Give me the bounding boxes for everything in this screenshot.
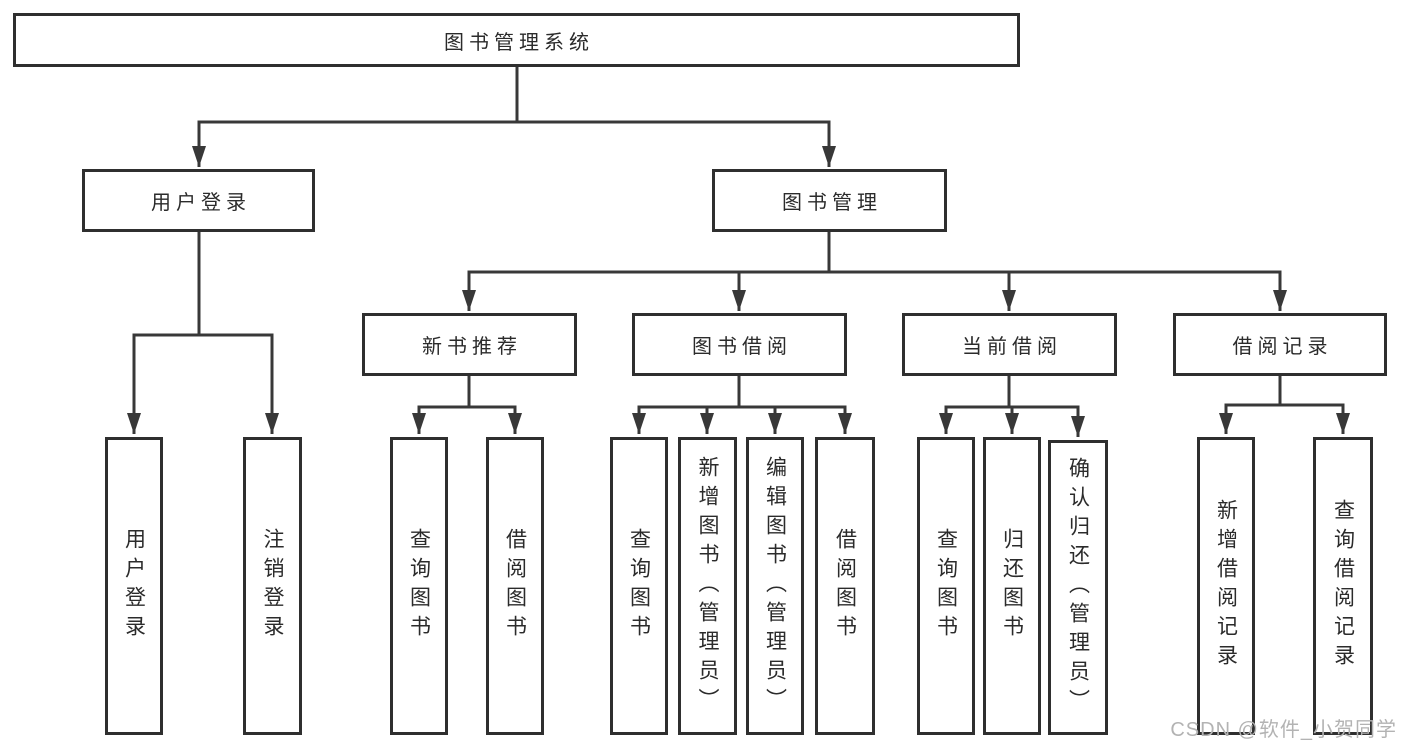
edge-login-trunk <box>132 231 274 337</box>
leaf-confirm-return-admin: 确认归还（管理员） <box>1048 440 1108 735</box>
leaf-query-books-current: 查询图书 <box>917 437 975 735</box>
node-book-management: 图书管理 <box>712 169 947 232</box>
edge-current-trunk <box>944 375 1080 409</box>
csdn-watermark: CSDN @软件_小贺同学 <box>1170 719 1397 741</box>
leaf-query-books-borrow: 查询图书 <box>610 437 668 735</box>
leaf-borrow-books-recommend: 借阅图书 <box>486 437 544 735</box>
leaf-edit-books-admin: 编辑图书（管理员） <box>746 437 804 735</box>
leaf-user-login: 用户登录 <box>105 437 163 735</box>
edge-newbook-trunk <box>417 375 517 409</box>
leaf-logout-login: 注销登录 <box>243 437 302 735</box>
leaf-add-borrow-record-label: 新增借阅记录 <box>1214 499 1238 673</box>
leaf-query-borrow-record-label: 查询借阅记录 <box>1331 499 1355 673</box>
leaf-add-books-admin-label: 新增图书（管理员） <box>696 455 719 717</box>
leaf-query-borrow-record: 查询借阅记录 <box>1313 437 1373 735</box>
node-borrow-records: 借阅记录 <box>1173 313 1387 376</box>
leaf-add-borrow-record: 新增借阅记录 <box>1197 437 1255 735</box>
leaf-query-books-borrow-label: 查询图书 <box>627 528 651 644</box>
node-current-borrow: 当前借阅 <box>902 313 1117 376</box>
leaf-user-login-label: 用户登录 <box>122 528 146 644</box>
node-new-book-recommend: 新书推荐 <box>362 313 577 376</box>
leaf-add-books-admin: 新增图书（管理员） <box>678 437 737 735</box>
leaf-logout-login-label: 注销登录 <box>261 528 284 644</box>
leaf-query-books-recommend-label: 查询图书 <box>407 528 431 644</box>
leaf-borrow-books-recommend-label: 借阅图书 <box>503 528 527 644</box>
node-user-login: 用户登录 <box>82 169 315 232</box>
node-library-management-system: 图书管理系统 <box>13 13 1020 67</box>
leaf-borrow-books-label: 借阅图书 <box>833 528 857 644</box>
leaf-borrow-books: 借阅图书 <box>815 437 875 735</box>
leaf-return-books-label: 归还图书 <box>1000 528 1024 644</box>
edge-borrow-trunk <box>637 375 847 409</box>
leaf-confirm-return-admin-label: 确认归还（管理员） <box>1066 457 1090 718</box>
edge-bm-trunk <box>467 230 1282 274</box>
leaf-query-books-recommend: 查询图书 <box>390 437 448 735</box>
leaf-edit-books-admin-label: 编辑图书（管理员） <box>763 455 787 717</box>
edge-records-trunk <box>1224 375 1345 407</box>
node-book-borrow: 图书借阅 <box>632 313 847 376</box>
leaf-query-books-current-label: 查询图书 <box>934 528 958 644</box>
leaf-return-books: 归还图书 <box>983 437 1041 735</box>
edge-root-trunk <box>197 66 831 124</box>
